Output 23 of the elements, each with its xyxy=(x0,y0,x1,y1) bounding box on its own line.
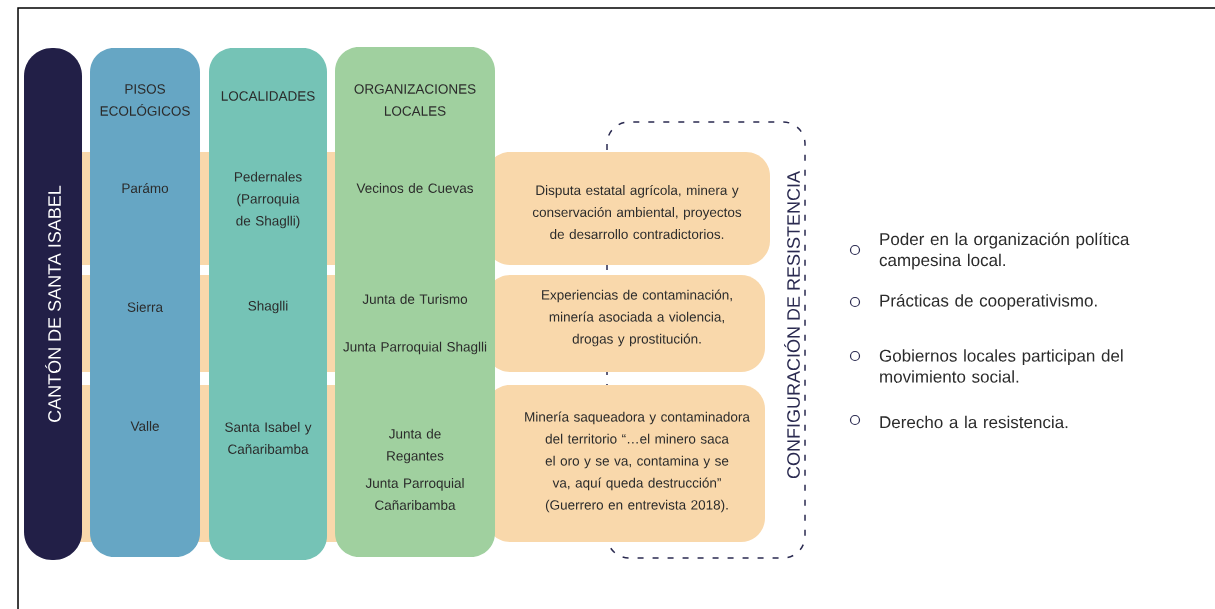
column-heading: LOCALIDADES xyxy=(221,91,315,101)
band-text: Experiencias de contaminación, minería asociada a violencia, drogas y prostitución. xyxy=(542,289,732,347)
bullet-text: Prácticas de cooperativismo. xyxy=(880,293,1097,310)
cell-text: Shaglli xyxy=(248,300,288,314)
vertical-title: CANTÓN DE SANTA ISABEL xyxy=(45,185,61,422)
bullet-text: Derecho a la resistencia. xyxy=(880,415,1068,429)
band-text: Disputa estatal agrícola, minera y conservación ambiental, proyectos de desarrollo contradictorios. xyxy=(532,184,742,239)
vertical-title: CONFIGURACIÓN DE RESISTENCIA xyxy=(782,166,802,484)
cell-text: Junta Parroquial Cañaribamba xyxy=(365,478,464,510)
column-heading: PISOS ECOLÓGICOS xyxy=(100,84,190,116)
band-text: Minería saqueadora y contaminadora del territorio “…el minero saca el oro y se va, contamina y se va, aquí queda destrucción” (Guerrero en entrevista 2018). xyxy=(525,411,750,513)
bullet-text: Gobiernos locales participan del movimiento social. xyxy=(879,349,1123,383)
cell-text: Valle xyxy=(130,421,159,431)
cell-text: Vecinos de Cuevas xyxy=(356,183,473,193)
column-heading: ORGANIZACIONES LOCALES xyxy=(354,84,476,116)
cell-text: Parámo xyxy=(122,182,169,193)
cell-text: Junta de Regantes xyxy=(387,428,444,464)
cell-text: Pedernales (Parroquia de Shaglli) xyxy=(234,171,302,229)
bullet-text: Poder en la organización política campesina local. xyxy=(879,232,1130,270)
cell-text: Junta de Turismo xyxy=(362,294,468,304)
cell-text: Junta Parroquial Shaglli xyxy=(343,341,487,355)
cell-text: Santa Isabel y Cañaribamba xyxy=(225,422,312,454)
cell-text: Sierra xyxy=(127,302,163,312)
